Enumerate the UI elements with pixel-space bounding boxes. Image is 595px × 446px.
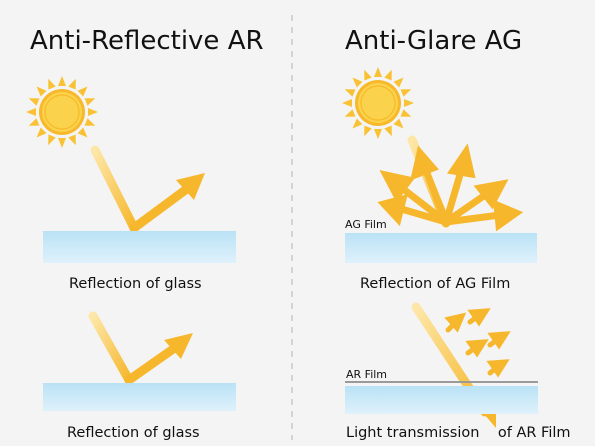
- left-caption-bottom: Reflection of glass: [67, 425, 200, 441]
- ar-film-label: AR Film: [346, 368, 388, 381]
- sun-icon: [25, 75, 99, 149]
- right-caption-bottom: Light transmission of AR Film: [346, 425, 571, 441]
- scatter-arrows: [377, 143, 524, 232]
- left-title: Anti-Reflective AR: [30, 26, 264, 56]
- arrow-icon: [90, 145, 205, 233]
- sun-icon: [341, 66, 415, 140]
- right-caption-top: Reflection of AG Film: [360, 276, 511, 292]
- glass-pane: [345, 233, 537, 263]
- arrow-icon: [88, 311, 193, 385]
- glass-pane: [345, 386, 538, 414]
- small-arrows: [444, 308, 511, 378]
- glass-pane: [43, 383, 236, 411]
- left-caption-top: Reflection of glass: [69, 276, 202, 292]
- ag-film-label: AG Film: [345, 218, 387, 231]
- right-title: Anti-Glare AG: [345, 26, 523, 56]
- glass-pane: [43, 231, 236, 263]
